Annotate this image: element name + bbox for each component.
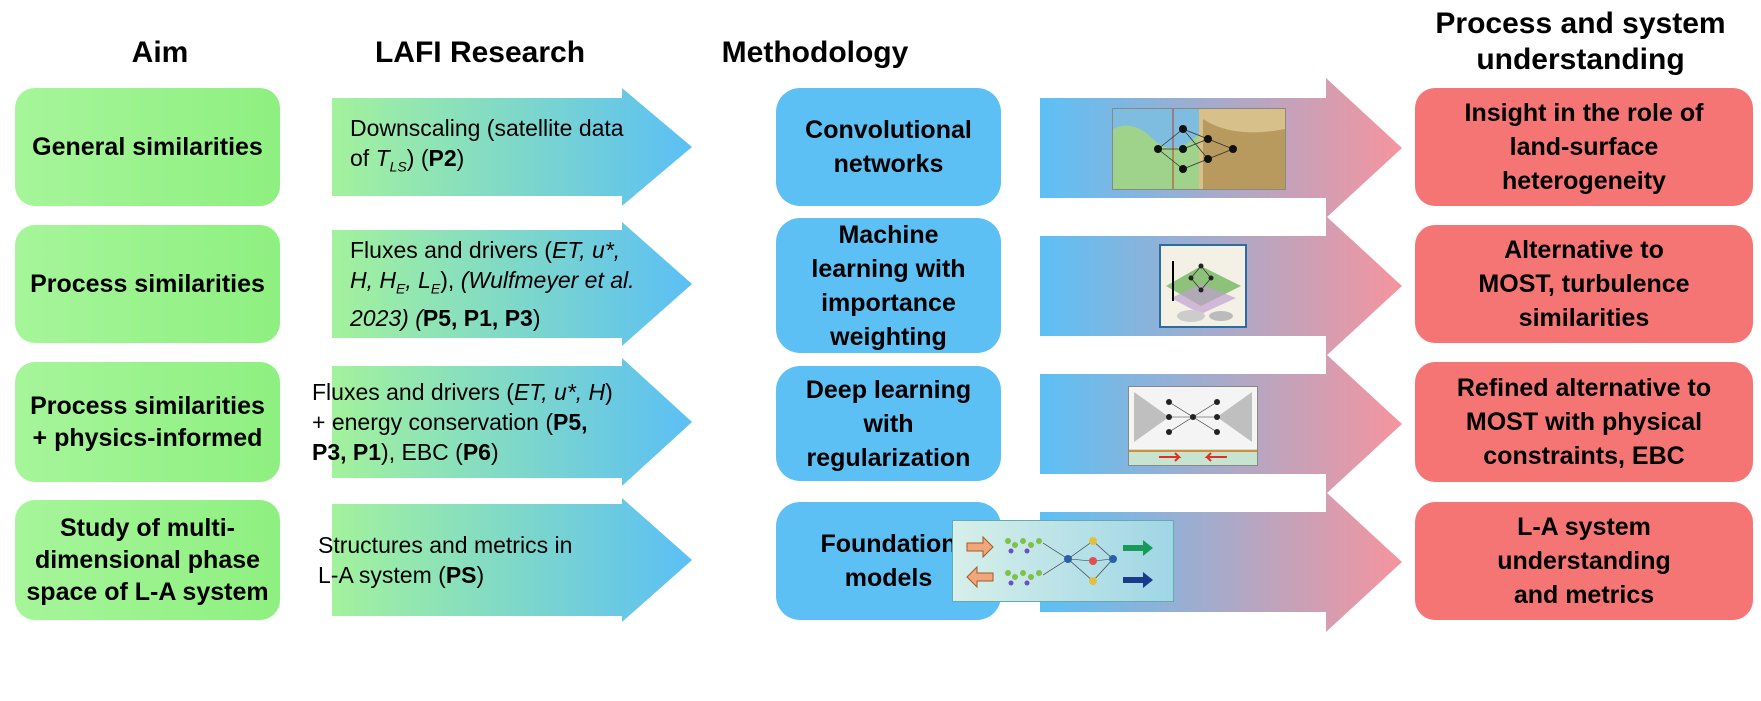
outcome-box-heterogeneity: Insight in the role of land-surface hete… xyxy=(1415,88,1753,206)
aim-text: Process similarities xyxy=(30,270,265,298)
research-line: ) xyxy=(532,305,541,332)
outcome-line: land-surface xyxy=(1509,133,1659,161)
method-line: Machine xyxy=(838,220,939,249)
research-italic: ET, u*, H xyxy=(513,379,606,405)
research-italic: (Wulfmeyer et al. xyxy=(460,266,635,293)
outcome-box-refined: Refined alternative to MOST with physica… xyxy=(1415,362,1753,482)
research-text: Fluxes and drivers (ET, u*, H, HE, LE), … xyxy=(350,222,694,346)
aim-text: dimensional phase xyxy=(34,546,261,574)
middle-arrow-2 xyxy=(1040,216,1402,356)
deep-learning-thumbnail xyxy=(1128,386,1258,466)
header-understanding-line1: Process and system xyxy=(1435,7,1726,40)
research-line: of xyxy=(350,144,376,171)
research-arrow-shape xyxy=(332,498,692,622)
aim-box-phase-space: Study of multi- dimensional phase space … xyxy=(15,500,280,620)
outcome-box-la-system: L-A system understanding and metrics xyxy=(1415,502,1753,620)
research-line: Fluxes and drivers ( xyxy=(312,379,514,405)
research-symbol: T xyxy=(375,144,390,171)
research-subscript: LS xyxy=(389,158,407,175)
outcome-line: understanding xyxy=(1497,547,1671,575)
research-line: ) xyxy=(490,439,499,465)
research-italic: H, H xyxy=(350,266,396,293)
research-arrow-fluxes: Fluxes and drivers (ET, u*, H, HE, LE), … xyxy=(332,222,764,346)
research-arrow-shape xyxy=(332,88,692,206)
research-italic: 2023) ( xyxy=(350,305,423,332)
aim-text: Study of multi- xyxy=(60,514,235,542)
method-line: Foundation xyxy=(820,530,957,558)
research-subscript: E xyxy=(396,280,406,297)
outcome-line: MOST with physical xyxy=(1465,408,1703,436)
outcome-line: similarities xyxy=(1518,304,1650,332)
foundation-model-image xyxy=(952,520,1174,602)
outcome-line: heterogeneity xyxy=(1502,167,1666,195)
aim-text: Process similarities xyxy=(30,392,265,420)
method-box-cnn: Convolutional networks xyxy=(776,88,1001,206)
research-arrow-shape xyxy=(332,222,692,346)
outcome-line: constraints, EBC xyxy=(1483,442,1685,470)
header-aim: Aim xyxy=(131,36,189,69)
header-understanding-line2: understanding xyxy=(1476,43,1685,76)
research-line: Downscaling (satellite data xyxy=(350,114,624,141)
aim-box-general: General similarities xyxy=(15,88,280,206)
research-ref: P6 xyxy=(462,439,491,465)
research-arrow-downscaling: Downscaling (satellite data of TLS) (P2) xyxy=(332,88,764,206)
research-line: + energy conservation ( xyxy=(312,409,553,435)
method-box-ml-importance: Machine learning with importance weighti… xyxy=(776,218,1001,353)
outcome-line: Refined alternative to xyxy=(1456,374,1712,402)
research-arrow-structures: Structures and metrics in L-A system (PS… xyxy=(318,498,764,622)
outcome-line: L-A system xyxy=(1517,513,1651,541)
research-ref: P2 xyxy=(428,144,457,171)
research-ref: PS xyxy=(445,562,477,588)
method-line: Deep learning xyxy=(805,375,972,404)
research-line: Structures and metrics in xyxy=(318,532,573,558)
research-italic: , L xyxy=(405,266,431,293)
method-line: with xyxy=(863,409,914,438)
outcome-line: Alternative to xyxy=(1504,236,1664,264)
method-line: Convolutional xyxy=(805,116,972,144)
aim-text: + physics-informed xyxy=(32,424,263,452)
method-box-deep-learning: Deep learning with regularization xyxy=(776,366,1001,481)
header-methodology: Methodology xyxy=(721,36,909,69)
aim-box-process: Process similarities xyxy=(15,225,280,343)
research-italic: ET, u*, xyxy=(551,236,621,263)
header-understanding: Process and system understanding xyxy=(1400,6,1761,78)
method-line: importance xyxy=(821,288,956,317)
outcome-line: Insight in the role of xyxy=(1464,99,1704,127)
research-arrow-shape xyxy=(332,358,692,486)
research-text: Fluxes and drivers (ET, u*, H) + energy … xyxy=(312,358,694,486)
research-line: ) xyxy=(605,379,613,405)
aim-text: General similarities xyxy=(32,133,263,161)
research-line: Fluxes and drivers ( xyxy=(350,236,552,263)
research-ref: P3, P1 xyxy=(312,439,382,465)
research-ref: P5, xyxy=(553,409,588,435)
method-line: weighting xyxy=(830,322,947,351)
research-text: Downscaling (satellite data of TLS) (P2) xyxy=(350,88,672,206)
research-line: ) ( xyxy=(406,144,429,171)
research-ref: P5, P1, P3 xyxy=(422,305,533,332)
outcome-line: and metrics xyxy=(1513,581,1655,609)
research-arrow-energy: Fluxes and drivers (ET, u*, H) + energy … xyxy=(312,358,764,486)
research-text: Structures and metrics in L-A system (PS… xyxy=(318,498,672,622)
research-line: ), xyxy=(440,266,461,293)
middle-arrow-3 xyxy=(1040,354,1402,494)
neural-network-map-thumbnail xyxy=(1112,108,1286,190)
header-research: LAFI Research xyxy=(374,36,586,69)
ml-importance-thumbnail xyxy=(1159,244,1247,328)
research-line: ) xyxy=(476,562,485,588)
aim-text: space of L-A system xyxy=(26,578,269,606)
method-line: networks xyxy=(833,150,944,178)
middle-arrow-1 xyxy=(1040,78,1402,218)
outcome-line: MOST, turbulence xyxy=(1478,270,1690,298)
research-line: ) xyxy=(456,144,465,171)
method-line: regularization xyxy=(806,443,971,472)
aim-box-physics-informed: Process similarities + physics-informed xyxy=(15,362,280,482)
research-line: L-A system ( xyxy=(318,562,446,588)
research-subscript: E xyxy=(430,280,441,297)
research-line: ), EBC ( xyxy=(381,439,463,465)
method-line: learning with xyxy=(811,254,966,283)
method-line: models xyxy=(844,564,933,592)
outcome-box-most: Alternative to MOST, turbulence similari… xyxy=(1415,225,1753,343)
